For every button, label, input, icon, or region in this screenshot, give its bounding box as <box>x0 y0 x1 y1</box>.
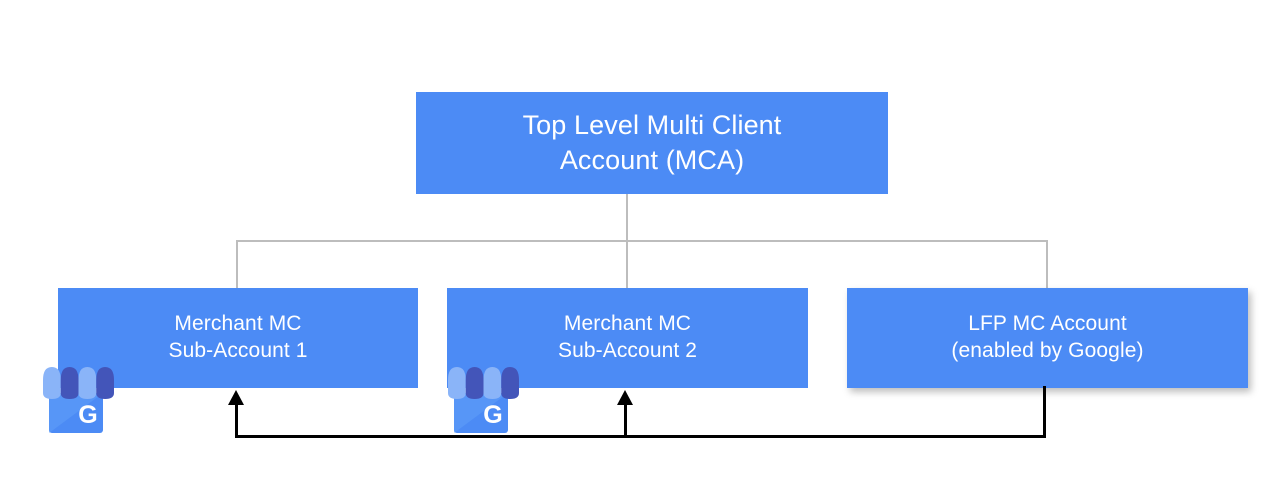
node-merchant-sub-account-2-label: Merchant MC Sub-Account 2 <box>447 311 808 365</box>
node-merchant-sub-account-1-line2: Sub-Account 1 <box>168 339 308 362</box>
connector-drop-sub1 <box>236 240 238 289</box>
node-top-level-mca[interactable]: Top Level Multi Client Account (MCA) <box>416 92 888 194</box>
node-lfp-mc-account-line1: LFP MC Account <box>968 312 1127 336</box>
google-business-profile-storefront-icon: G <box>443 363 519 435</box>
connector-horizontal-bar <box>236 240 1048 242</box>
flow-line-lfp-down <box>1043 386 1046 438</box>
google-business-profile-storefront-icon: G <box>38 363 114 435</box>
node-lfp-mc-account[interactable]: LFP MC Account (enabled by Google) <box>847 288 1248 388</box>
node-merchant-sub-account-2-line2: Sub-Account 2 <box>557 339 698 362</box>
node-merchant-sub-account-1-label: Merchant MC Sub-Account 1 <box>58 311 418 365</box>
node-lfp-mc-account-line2: (enabled by Google) <box>951 339 1144 362</box>
connector-drop-sub2 <box>626 240 628 289</box>
flow-arrowhead-sub1 <box>228 390 244 405</box>
node-merchant-sub-account-1[interactable]: Merchant MC Sub-Account 1 <box>58 288 418 388</box>
node-merchant-sub-account-1-line1: Merchant MC <box>174 312 302 336</box>
flow-arrowhead-sub2 <box>617 390 633 405</box>
node-merchant-sub-account-2-line1: Merchant MC <box>563 312 692 336</box>
connector-mca-stem <box>626 194 628 242</box>
connector-drop-lfp <box>1046 240 1048 289</box>
flow-line-up-sub2 <box>624 398 627 438</box>
svg-text:G: G <box>78 401 97 429</box>
svg-text:G: G <box>483 401 502 429</box>
node-top-level-mca-label: Top Level Multi Client Account (MCA) <box>416 108 888 177</box>
node-top-level-mca-line1: Top Level Multi Client <box>522 110 782 141</box>
node-top-level-mca-line2: Account (MCA) <box>559 145 745 175</box>
node-lfp-mc-account-label: LFP MC Account (enabled by Google) <box>847 311 1248 365</box>
flow-line-horizontal <box>235 435 1046 438</box>
flow-line-up-sub1 <box>235 398 238 438</box>
